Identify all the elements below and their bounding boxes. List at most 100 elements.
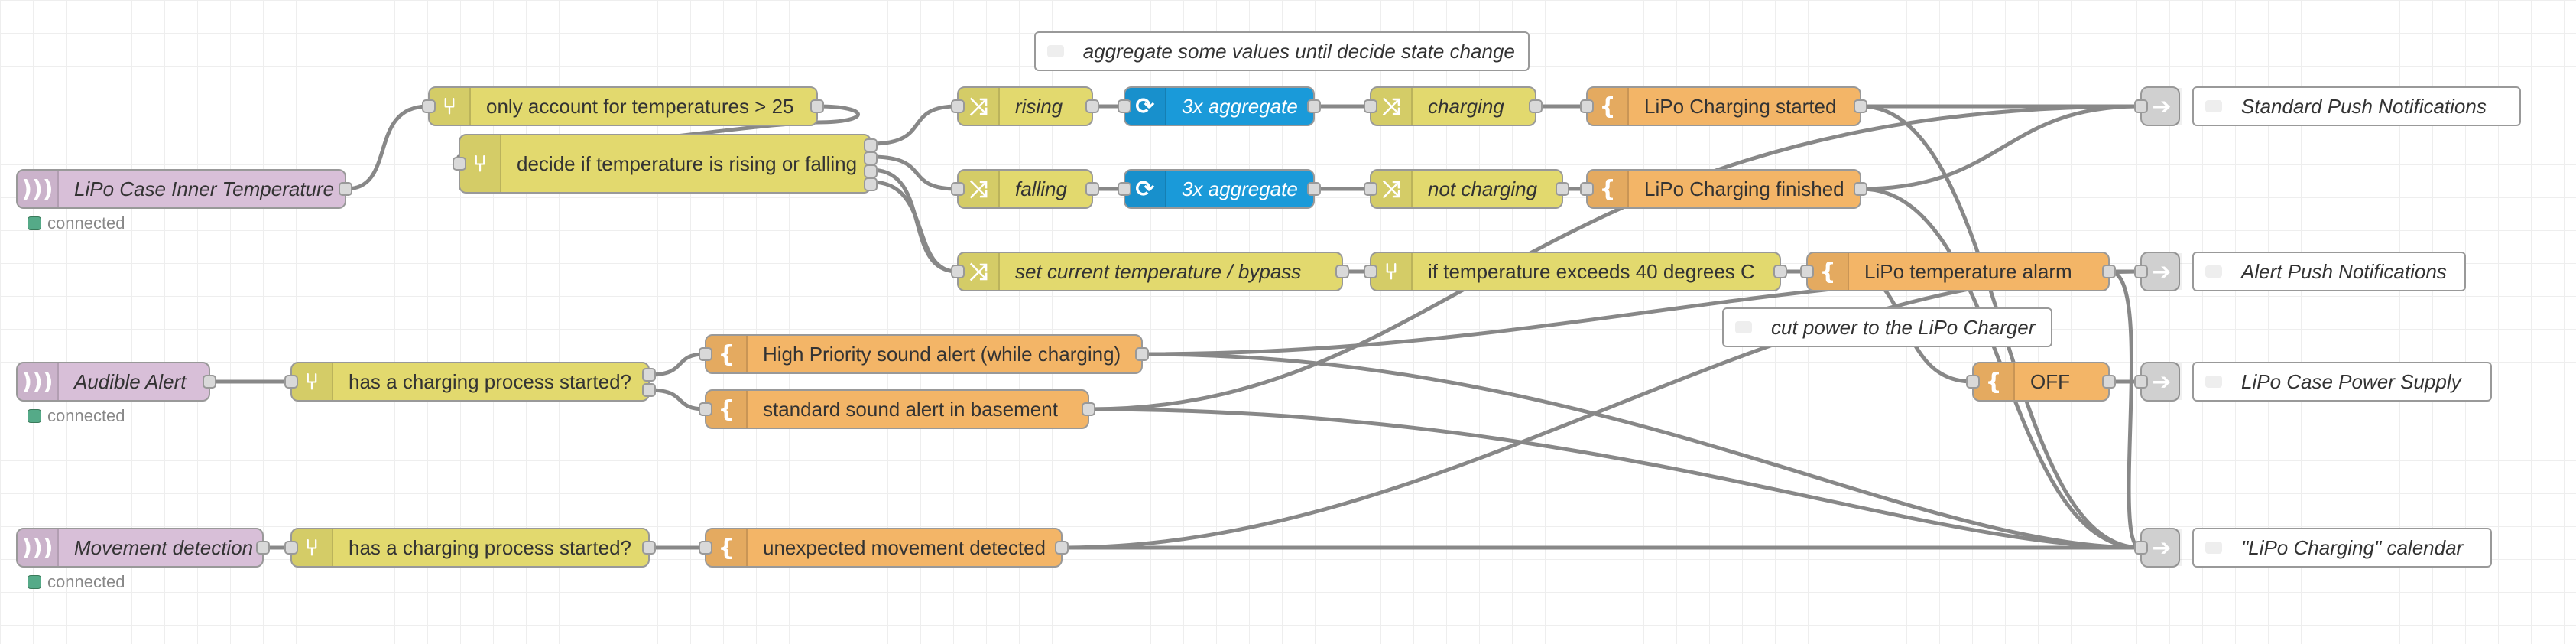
node-link-out-alert-push[interactable]: ➔ <box>2134 252 2182 291</box>
output-port[interactable] <box>642 368 656 382</box>
input-port[interactable] <box>1364 99 1377 113</box>
input-port[interactable] <box>1118 182 1131 196</box>
link-label-alert-push[interactable]: Alert Push Notifications <box>2192 252 2466 291</box>
node-audible-alert-input[interactable]: ))) Audible Alert <box>16 362 216 402</box>
output-port[interactable] <box>1135 347 1149 361</box>
node-movement-detection-input[interactable]: ))) Movement detection <box>16 528 270 568</box>
input-port[interactable] <box>1580 99 1594 113</box>
node-switch-exceeds-40[interactable]: ⑂ if temperature exceeds 40 degrees C <box>1364 252 1787 291</box>
input-port[interactable] <box>2134 265 2148 278</box>
output-port[interactable] <box>642 541 656 555</box>
output-port[interactable] <box>1085 182 1099 196</box>
node-label: only account for temperatures > 25 <box>486 94 794 118</box>
input-port[interactable] <box>699 541 712 555</box>
input-port[interactable] <box>284 541 298 555</box>
output-port[interactable] <box>1055 541 1069 555</box>
output-port[interactable] <box>256 541 270 555</box>
link-label-icon <box>2194 363 2234 400</box>
node-link-out-standard-push[interactable]: ➔ <box>2134 86 2182 126</box>
link-label-power-supply[interactable]: LiPo Case Power Supply <box>2192 362 2492 402</box>
input-port[interactable] <box>1580 182 1594 196</box>
output-port[interactable] <box>864 151 878 165</box>
node-template-temperature-alarm[interactable]: { LiPo temperature alarm <box>1800 252 2116 291</box>
node-change-set-current[interactable]: ⤨ set current temperature / bypass <box>951 252 1349 291</box>
comment-cut-power[interactable]: cut power to the LiPo Charger <box>1722 307 2052 347</box>
input-port[interactable] <box>1966 375 1980 389</box>
node-label: unexpected movement detected <box>763 535 1046 559</box>
node-switch-rising-falling[interactable]: ⑂ decide if temperature is rising or fal… <box>453 134 878 194</box>
node-aggregate-2[interactable]: ⟳ 3x aggregate <box>1118 169 1321 209</box>
output-port[interactable] <box>203 375 216 389</box>
input-port[interactable] <box>1364 265 1377 278</box>
status-text: connected <box>47 406 125 425</box>
node-switch-charging-started-2[interactable]: ⑂ has a charging process started? <box>284 528 656 568</box>
node-template-high-priority-sound[interactable]: { High Priority sound alert (while charg… <box>699 334 1149 374</box>
node-change-rising[interactable]: ⤨ rising <box>951 86 1099 126</box>
output-port[interactable] <box>2102 375 2116 389</box>
node-link-out-calendar[interactable]: ➔ <box>2134 528 2182 568</box>
node-label: rising <box>1015 94 1063 118</box>
output-port[interactable] <box>1854 182 1867 196</box>
input-port[interactable] <box>699 347 712 361</box>
input-port[interactable] <box>951 182 965 196</box>
output-port[interactable] <box>1854 99 1867 113</box>
curly-brace-icon: { <box>1588 88 1629 125</box>
node-label: LiPo Charging finished <box>1644 177 1844 200</box>
link-label-calendar[interactable]: "LiPo Charging" calendar <box>2192 528 2492 568</box>
node-label: falling <box>1015 177 1067 200</box>
node-lipo-temperature-input[interactable]: ))) LiPo Case Inner Temperature <box>16 169 352 209</box>
node-label: Standard Push Notifications <box>2241 94 2487 118</box>
radio-waves-icon: ))) <box>18 529 59 566</box>
node-label: OFF <box>2030 369 2070 393</box>
input-port[interactable] <box>284 375 298 389</box>
input-port[interactable] <box>1800 265 1814 278</box>
node-change-falling[interactable]: ⤨ falling <box>951 169 1099 209</box>
link-label-standard-push[interactable]: Standard Push Notifications <box>2192 86 2521 126</box>
comment-aggregate[interactable]: aggregate some values until decide state… <box>1034 31 1530 71</box>
status-text: connected <box>47 572 125 591</box>
comment-label: aggregate some values until decide state… <box>1082 39 1515 63</box>
node-template-charging-finished[interactable]: { LiPo Charging finished <box>1580 169 1867 209</box>
input-port[interactable] <box>2134 99 2148 113</box>
input-port[interactable] <box>1364 182 1377 196</box>
node-link-out-power-supply[interactable]: ➔ <box>2134 362 2182 402</box>
wire <box>647 352 707 377</box>
input-port[interactable] <box>951 265 965 278</box>
input-port[interactable] <box>422 99 436 113</box>
output-port[interactable] <box>1773 265 1787 278</box>
node-label: LiPo Charging started <box>1644 94 1837 118</box>
output-port[interactable] <box>1307 182 1321 196</box>
node-aggregate-1[interactable]: ⟳ 3x aggregate <box>1118 86 1321 126</box>
node-template-charging-started[interactable]: { LiPo Charging started <box>1580 86 1867 126</box>
node-change-charging[interactable]: ⤨ charging <box>1364 86 1543 126</box>
output-port[interactable] <box>1529 99 1543 113</box>
node-switch-charging-started-1[interactable]: ⑂ has a charging process started? <box>284 362 656 402</box>
output-port[interactable] <box>810 99 824 113</box>
wire <box>869 168 959 274</box>
input-port[interactable] <box>453 157 466 171</box>
node-switch-temp-gt-25[interactable]: ⑂ only account for temperatures > 25 <box>422 86 824 126</box>
node-template-unexpected-movement[interactable]: { unexpected movement detected <box>699 528 1069 568</box>
output-port[interactable] <box>339 182 352 196</box>
node-label: High Priority sound alert (while chargin… <box>763 342 1121 366</box>
node-template-off[interactable]: { OFF <box>1966 362 2116 402</box>
output-port[interactable] <box>864 177 878 191</box>
output-port[interactable] <box>864 164 878 178</box>
output-port[interactable] <box>2102 265 2116 278</box>
input-port[interactable] <box>951 99 965 113</box>
input-port[interactable] <box>1118 99 1131 113</box>
output-port[interactable] <box>1335 265 1349 278</box>
node-template-standard-sound[interactable]: { standard sound alert in basement <box>699 389 1095 429</box>
output-port[interactable] <box>1556 182 1569 196</box>
node-label: set current temperature / bypass <box>1015 259 1302 283</box>
output-port[interactable] <box>1082 402 1095 416</box>
input-port[interactable] <box>2134 541 2148 555</box>
output-port[interactable] <box>1307 99 1321 113</box>
input-port[interactable] <box>699 402 712 416</box>
output-port[interactable] <box>864 138 878 152</box>
output-port[interactable] <box>642 383 656 397</box>
output-port[interactable] <box>1085 99 1099 113</box>
node-change-not-charging[interactable]: ⤨ not charging <box>1364 169 1569 209</box>
shuffle-icon: ⤨ <box>959 253 1000 290</box>
input-port[interactable] <box>2134 375 2148 389</box>
